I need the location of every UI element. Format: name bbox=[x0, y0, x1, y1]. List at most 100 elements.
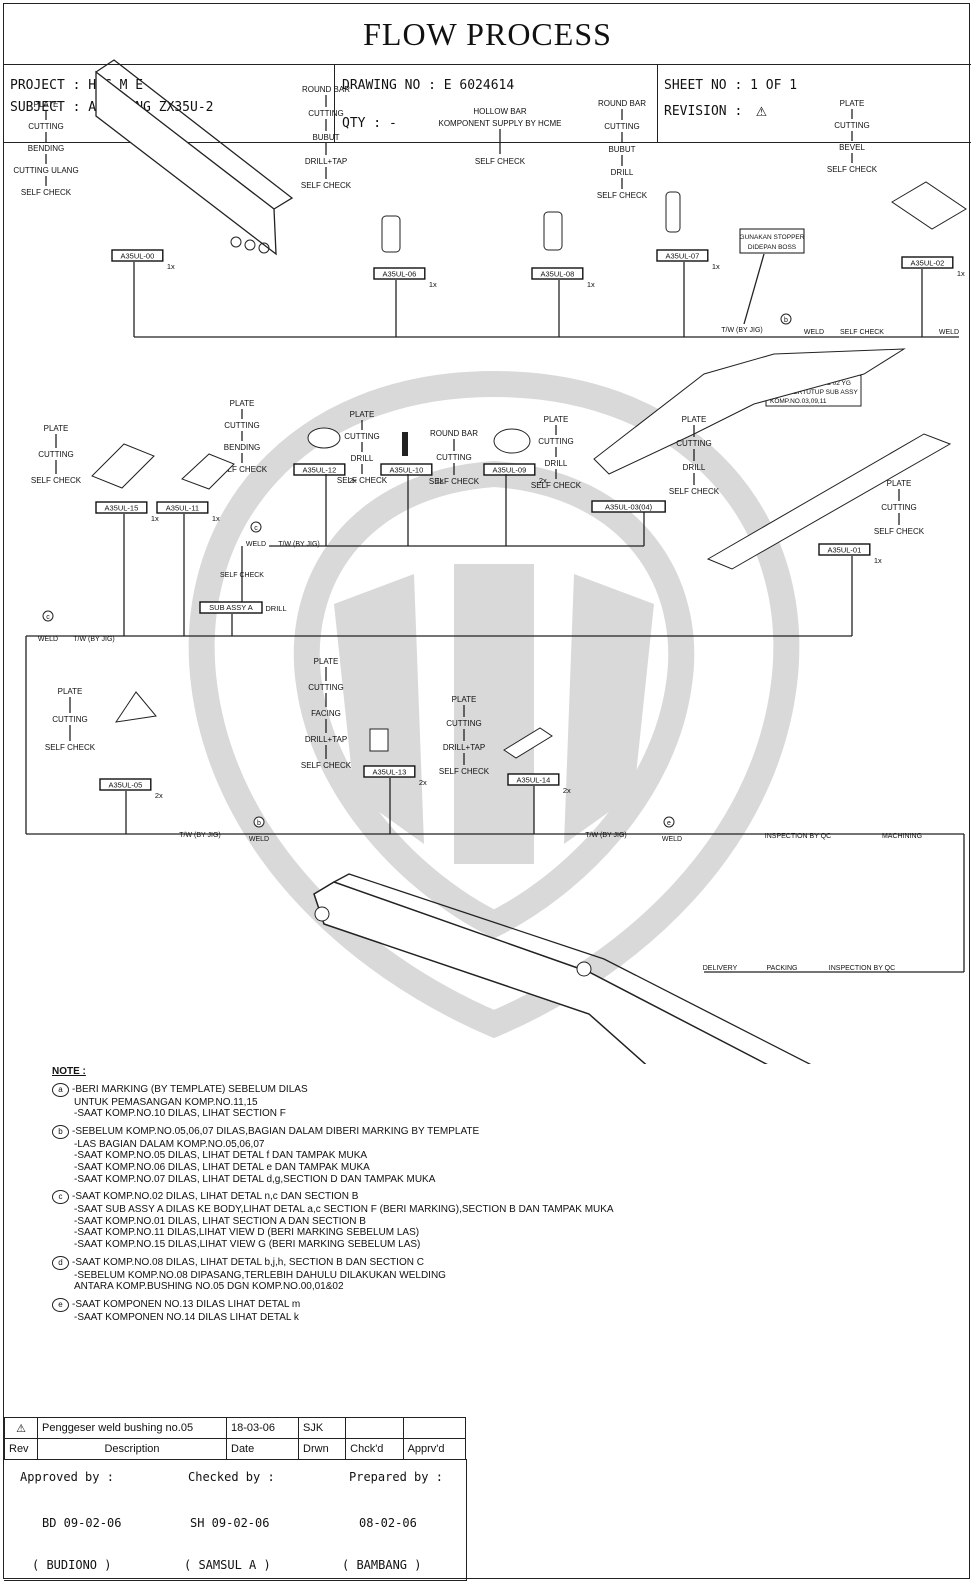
process-step: CUTTING bbox=[881, 503, 917, 512]
note-mark: e bbox=[52, 1298, 69, 1312]
note-group: b-SEBELUM KOMP.NO.05,06,07 DILAS,BAGIAN … bbox=[52, 1125, 772, 1185]
process-step: CUTTING bbox=[38, 450, 74, 459]
part-qty: 1x bbox=[587, 280, 595, 289]
process-step: PLATE bbox=[230, 399, 255, 408]
checked-date: SH 09-02-06 bbox=[190, 1516, 269, 1530]
process-step: CUTTING bbox=[446, 719, 482, 728]
note-text: -SEBELUM KOMP.NO.08 DIPASANG,TERLEBIH DA… bbox=[74, 1270, 446, 1281]
revision-header-row: Rev Description Date Drwn Chck'd Apprv'd bbox=[5, 1439, 466, 1460]
round-bar-sketch bbox=[382, 216, 400, 252]
final-step: DELIVERY bbox=[703, 965, 738, 972]
process-step: SELF CHECK bbox=[21, 188, 72, 197]
weld-mark-letter: b bbox=[784, 317, 788, 324]
checked-by-label: Checked by : bbox=[188, 1470, 275, 1484]
note-line: -SAAT KOMP.NO.06 DILAS, LIHAT DETAL e DA… bbox=[52, 1162, 772, 1174]
process-step: HOLLOW BAR bbox=[473, 107, 527, 116]
leader-line bbox=[744, 254, 764, 324]
sub-assy-label: SUB ASSY A bbox=[209, 603, 253, 612]
flow-op-label: WELD bbox=[246, 541, 266, 548]
note-text: -SEBELUM KOMP.NO.05,06,07 DILAS,BAGIAN D… bbox=[72, 1126, 479, 1137]
process-step: SELF CHECK bbox=[31, 476, 82, 485]
part-qty: 2x bbox=[349, 476, 357, 485]
note-text: -SAAT KOMP.NO.02 DILAS, LIHAT DETAL n,c … bbox=[72, 1191, 358, 1202]
process-step: CUTTING bbox=[436, 453, 472, 462]
revision-table: ⚠ Penggeser weld bushing no.05 18-03-06 … bbox=[4, 1417, 466, 1460]
note-mark: a bbox=[52, 1083, 69, 1097]
weld-mark-letter: e bbox=[667, 820, 671, 827]
flow-op-label: SELF CHECK bbox=[840, 329, 884, 336]
part-qty: 2x bbox=[419, 778, 427, 787]
process-step: BENDING bbox=[28, 144, 64, 153]
part-code: A35UL-13 bbox=[373, 768, 407, 777]
flow-op-label: T/W (BY JIG) bbox=[721, 327, 762, 334]
flow-op-label: WELD bbox=[662, 836, 682, 843]
part-qty: 1x bbox=[957, 269, 965, 278]
note-text: -SAAT KOMP.NO.06 DILAS, LIHAT DETAL e DA… bbox=[74, 1162, 370, 1173]
part-code: A35UL-11 bbox=[166, 504, 199, 513]
process-step: SELF CHECK bbox=[337, 476, 388, 485]
process-step: CUTTING bbox=[538, 437, 574, 446]
note-box-text: GUNAKAN STOPPER bbox=[740, 234, 805, 241]
note-line: -SAAT KOMP.NO.15 DILAS,LIHAT VIEW G (BER… bbox=[52, 1239, 772, 1251]
note-text: -BERI MARKING (BY TEMPLATE) SEBELUM DILA… bbox=[72, 1084, 308, 1095]
rev-description: Penggeser weld bushing no.05 bbox=[38, 1418, 227, 1439]
weld-mark-letter: c bbox=[46, 614, 50, 621]
process-step: DRILL bbox=[545, 459, 568, 468]
process-step: PLATE bbox=[682, 415, 707, 424]
note-text: -SAAT KOMPONEN NO.14 DILAS LIHAT DETAL k bbox=[74, 1312, 299, 1323]
flow-op-label: DRILL bbox=[265, 604, 286, 613]
note-line: -SAAT KOMP.NO.07 DILAS, LIHAT DETAL d,g,… bbox=[52, 1174, 772, 1186]
note-line: -SAAT KOMP.NO.01 DILAS, LIHAT SECTION A … bbox=[52, 1216, 772, 1228]
part-qty: 1x bbox=[429, 280, 437, 289]
hollow-bar-sketch bbox=[544, 212, 562, 250]
note-text: -SAAT KOMP.NO.10 DILAS, LIHAT SECTION F bbox=[74, 1108, 286, 1119]
process-step: DRILL bbox=[611, 168, 634, 177]
note-text: -SAAT KOMP.NO.15 DILAS,LIHAT VIEW G (BER… bbox=[74, 1239, 420, 1250]
round-bar-sketch bbox=[402, 432, 408, 456]
note-line: d-SAAT KOMP.NO.08 DILAS, LIHAT DETAL b,j… bbox=[52, 1256, 772, 1270]
weld-mark-letter: c bbox=[254, 525, 258, 532]
process-step: SELF CHECK bbox=[874, 527, 925, 536]
process-step: SELF CHECK bbox=[301, 761, 352, 770]
process-step: CUTTING bbox=[28, 122, 64, 131]
note-group: d-SAAT KOMP.NO.08 DILAS, LIHAT DETAL b,j… bbox=[52, 1256, 772, 1293]
note-text: -SAAT KOMPONEN NO.13 DILAS LIHAT DETAL m bbox=[72, 1299, 300, 1310]
rev-drwn: SJK bbox=[299, 1418, 346, 1439]
flow-op-label: WELD bbox=[38, 636, 58, 643]
flow-op-label: WELD bbox=[804, 329, 824, 336]
note-line: -LAS BAGIAN DALAM KOMP.NO.05,06,07 bbox=[52, 1139, 772, 1151]
note-line: -SAAT KOMPONEN NO.14 DILAS LIHAT DETAL k bbox=[52, 1312, 772, 1324]
process-step: SELF CHECK bbox=[597, 191, 648, 200]
process-step: ROUND BAR bbox=[598, 99, 646, 108]
approved-date: BD 09-02-06 bbox=[42, 1516, 121, 1530]
process-step: BENDING bbox=[224, 443, 260, 452]
revision-mark-icon: ⚠ bbox=[5, 1418, 38, 1439]
note-text: -SAAT SUB ASSY A DILAS KE BODY,LIHAT DET… bbox=[74, 1204, 614, 1215]
note-line: -SAAT SUB ASSY A DILAS KE BODY,LIHAT DET… bbox=[52, 1204, 772, 1216]
process-step: CUTTING bbox=[676, 439, 712, 448]
note-group: e-SAAT KOMPONEN NO.13 DILAS LIHAT DETAL … bbox=[52, 1298, 772, 1324]
part-qty: 2x bbox=[539, 476, 547, 485]
process-step: SELF CHECK bbox=[301, 181, 352, 190]
bore-sketch bbox=[231, 237, 241, 247]
flow-op-label: WELD bbox=[939, 329, 959, 336]
note-line: e-SAAT KOMPONEN NO.13 DILAS LIHAT DETAL … bbox=[52, 1298, 772, 1312]
process-step: ROUND BAR bbox=[430, 429, 478, 438]
col-apprvd: Apprv'd bbox=[403, 1439, 465, 1460]
process-step: PLATE bbox=[34, 100, 59, 109]
note-line: -SAAT KOMP.NO.11 DILAS,LIHAT VIEW D (BER… bbox=[52, 1227, 772, 1239]
part-qty: 1x bbox=[167, 262, 175, 271]
part-code: A35UL-09 bbox=[493, 466, 527, 475]
note-text: -SAAT KOMP.NO.08 DILAS, LIHAT DETAL b,j,… bbox=[72, 1257, 424, 1268]
part-code: A35UL-01 bbox=[828, 546, 862, 555]
process-step: PLATE bbox=[887, 479, 912, 488]
process-step: CUTTING bbox=[834, 121, 870, 130]
final-step: PACKING bbox=[767, 965, 798, 972]
process-step: BUBUT bbox=[608, 145, 635, 154]
process-step: SELF CHECK bbox=[439, 767, 490, 776]
process-step: SELF CHECK bbox=[827, 165, 878, 174]
process-step: KOMPONENT SUPPLY BY HCME bbox=[439, 119, 562, 128]
rev-chckd bbox=[346, 1418, 403, 1439]
note-text: -LAS BAGIAN DALAM KOMP.NO.05,06,07 bbox=[74, 1139, 264, 1150]
flow-op-label: T/W (BY JIG) bbox=[278, 541, 319, 548]
